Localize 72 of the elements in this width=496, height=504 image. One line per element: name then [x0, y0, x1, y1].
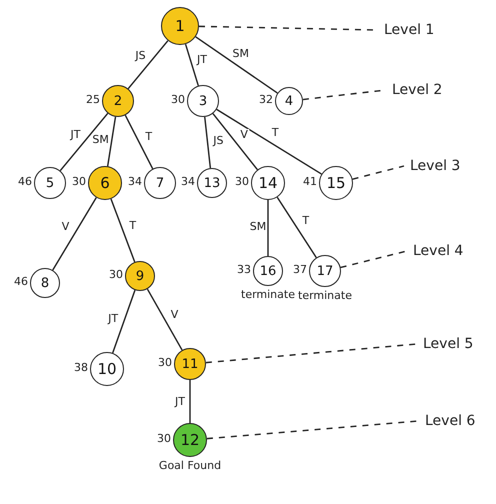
state-node: 9 — [125, 261, 155, 291]
edge-label: SM — [232, 48, 250, 60]
state-node: 10 — [90, 352, 124, 386]
cost-value: 38 — [74, 362, 88, 375]
cost-value: 46 — [14, 276, 28, 289]
level-label: Level 5 — [423, 336, 474, 352]
cost-value: 46 — [18, 176, 32, 189]
cost-value: 30 — [72, 176, 86, 189]
tree-edge — [60, 112, 108, 172]
tree-edge — [276, 196, 317, 258]
edge-label: T — [128, 220, 138, 232]
cost-value: 30 — [235, 176, 249, 189]
cost-value: 37 — [293, 264, 307, 277]
dashed-line — [340, 250, 408, 268]
tree-edge — [110, 198, 136, 262]
state-node: 14 — [251, 166, 285, 200]
edge-label: JS — [134, 50, 147, 63]
tree-edge — [189, 380, 191, 423]
state-node: 1 — [161, 7, 199, 45]
tree-edge — [112, 290, 136, 354]
edge-label: SM — [248, 220, 268, 234]
cost-value: 25 — [86, 94, 100, 107]
state-node: 2 — [102, 85, 134, 117]
tree-edge — [146, 288, 183, 350]
tree-edge — [124, 114, 154, 170]
state-node: 17 — [309, 255, 341, 287]
cost-value: 30 — [171, 94, 185, 107]
state-node: 5 — [34, 167, 66, 199]
level-label: Level 1 — [384, 22, 434, 38]
level-label: Level 6 — [425, 413, 476, 429]
edge-label: JS — [212, 134, 225, 147]
tree-edge — [216, 108, 322, 175]
tree-edge — [106, 116, 116, 166]
cost-value: 30 — [158, 357, 172, 370]
level-label: Level 2 — [392, 82, 442, 98]
state-node: 16 — [253, 256, 283, 286]
tree-edge — [267, 200, 269, 256]
edge-label: JT — [70, 128, 82, 142]
tree-edge — [184, 44, 199, 86]
dashed-line — [206, 343, 418, 364]
state-node: 15 — [319, 166, 353, 200]
dashed-line — [206, 420, 420, 440]
cost-value: 34 — [181, 176, 195, 189]
edge-label: JT — [107, 312, 120, 325]
state-node: 11 — [174, 348, 206, 380]
state-node: 12 — [173, 423, 207, 457]
cost-value: 41 — [303, 176, 317, 189]
cost-value: 33 — [237, 264, 251, 277]
tree-edge — [212, 113, 258, 170]
cost-value: 30 — [109, 269, 123, 282]
state-node: 6 — [88, 166, 122, 200]
tree-edge — [52, 197, 97, 270]
cost-value: 32 — [259, 94, 273, 107]
state-node: 3 — [187, 85, 219, 117]
tree-edge — [128, 40, 168, 90]
state-node: 13 — [197, 168, 227, 198]
level-label: Level 4 — [413, 243, 464, 259]
edge-label: JT — [196, 54, 208, 66]
state-node: 7 — [144, 167, 176, 199]
node-note: Goal Found — [158, 460, 222, 473]
cost-value: 30 — [157, 433, 171, 446]
edge-label: V — [170, 308, 180, 321]
level-label: Level 3 — [410, 158, 460, 174]
cost-value: 34 — [128, 176, 142, 189]
dashed-line — [352, 165, 404, 180]
state-node: 8 — [30, 268, 60, 298]
edge-label: SM — [91, 134, 110, 146]
tree-edge — [204, 116, 212, 168]
edge-label: T — [270, 126, 280, 139]
state-node: 4 — [275, 87, 303, 115]
tree-edge — [195, 36, 278, 94]
edge-label: JT — [174, 396, 186, 408]
